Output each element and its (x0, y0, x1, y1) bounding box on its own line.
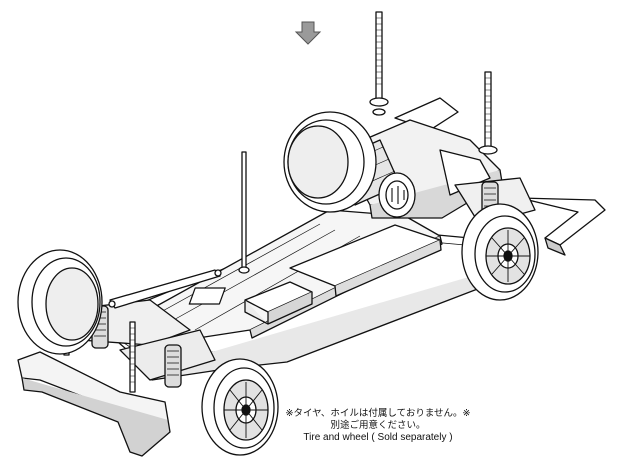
wheel-front-right (201, 358, 279, 456)
body-post-front-right (129, 321, 136, 393)
note-japanese-line1: ※タイヤ、ホイルは付属しておりません。※ (285, 408, 471, 419)
body-post-rear-left (369, 11, 389, 116)
body-post-rear-right (478, 71, 498, 155)
steering-linkage (108, 269, 222, 309)
note-japanese-line2: 別途ご用意ください。 (330, 420, 426, 431)
front-bumper (17, 351, 171, 457)
down-arrow-icon (294, 21, 322, 45)
electronics-block (244, 281, 313, 325)
body-post-center (238, 151, 250, 274)
wheel-rear-right (461, 203, 539, 301)
wheel-rear-left (283, 111, 377, 213)
wheel-front-left (17, 249, 103, 355)
battery-area (188, 224, 442, 305)
note-english: Tire and wheel ( Sold separately ) (303, 432, 453, 443)
